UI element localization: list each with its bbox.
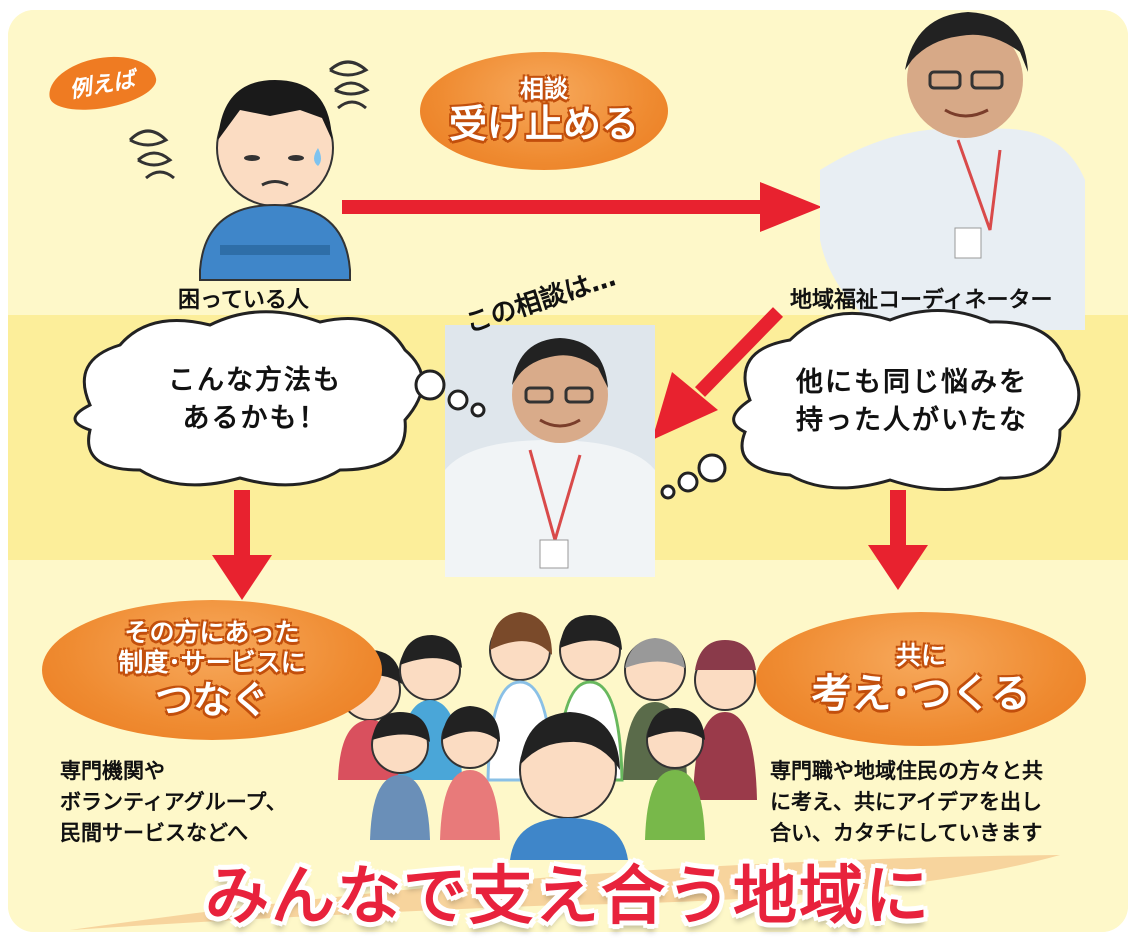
- consult-oval: 相談 受け止める: [420, 52, 668, 170]
- person-figure: [693, 640, 757, 800]
- swoosh-decoration: [70, 855, 1060, 930]
- description-right: 専門職や地域住民の方々と共 に考え、共にアイデアを出し 合い、カタチにしていきま…: [770, 756, 1043, 849]
- coordinator-photo-top: [820, 12, 1085, 330]
- description-left-line: 民間サービスなどへ: [60, 821, 248, 845]
- description-right-line: 合い、カタチにしていきます: [770, 821, 1043, 845]
- cloud-left-line1: こんな方法も: [168, 365, 342, 396]
- cloud-left-line2: あるかも！: [182, 403, 328, 434]
- person-figure: [370, 712, 430, 840]
- coordinator-photo-middle: [445, 325, 655, 577]
- together-small-text: 共に: [895, 641, 946, 670]
- arrow-down-left-icon: [212, 490, 272, 600]
- arrow-down-right-icon: [868, 490, 928, 590]
- example-badge-text: 例えば: [67, 67, 138, 104]
- community-group-illustration: [338, 612, 757, 860]
- connect-line2: 制度･サービスに: [118, 648, 306, 677]
- thought-cloud-right: [732, 308, 1081, 492]
- description-right-line: に考え、共にアイデアを出し: [770, 790, 1042, 814]
- description-left-line: ボランティアグループ、: [60, 790, 287, 814]
- troubled-person-illustration: [128, 60, 370, 281]
- person-figure: [510, 712, 628, 860]
- connect-oval: その方にあった 制度･サービスに つなぐ: [42, 600, 382, 740]
- together-large-text: 考え･つくる: [811, 671, 1031, 717]
- description-left-line: 専門機関や: [60, 759, 165, 783]
- description-left: 専門機関や ボランティアグループ、 民間サービスなどへ: [60, 756, 287, 849]
- person-figure: [440, 706, 500, 840]
- arrow-diagonal-icon: [652, 307, 784, 440]
- consult-small-text: 相談: [520, 75, 568, 103]
- cloud-right-line1: 他にも同じ悩みを: [796, 367, 1028, 398]
- description-right-line: 専門職や地域住民の方々と共: [770, 759, 1043, 783]
- cloud-left-text: こんな方法も あるかも！: [110, 362, 400, 438]
- consult-large-text: 受け止める: [448, 102, 639, 146]
- person-figure: [645, 708, 705, 840]
- connect-large-text: つなぐ: [154, 678, 269, 722]
- connect-line1: その方にあった: [124, 618, 300, 647]
- cloud-right-line2: 持った人がいたな: [796, 405, 1028, 436]
- thought-cloud-left: [73, 310, 424, 487]
- troubled-person-label: 困っている人: [178, 288, 309, 313]
- coordinator-label: 地域福祉コーディネーター: [790, 288, 1053, 313]
- slogan-text: みんなで支え合う地域に: [205, 860, 931, 934]
- cloud-right-text: 他にも同じ悩みを 持った人がいたな: [752, 364, 1072, 440]
- together-oval: 共に 考え･つくる: [756, 612, 1086, 746]
- arrow-right-icon: [342, 182, 822, 232]
